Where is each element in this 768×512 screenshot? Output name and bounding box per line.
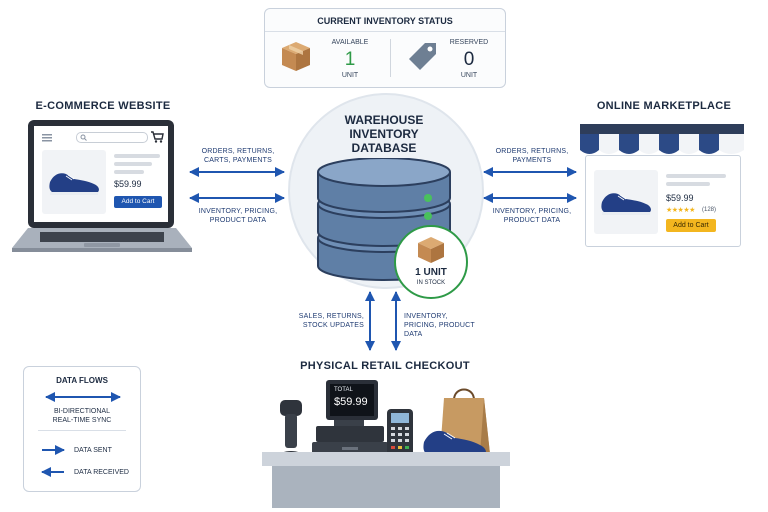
warehouse-title-line: DATABASE xyxy=(351,141,417,155)
flow-label-line: DATA xyxy=(404,331,423,338)
flow-label-right-top: ORDERS, RETURNS, PAYMENTS xyxy=(490,147,574,165)
flow-label-left-bottom: INVENTORY, PRICING, PRODUCT DATA xyxy=(192,207,284,225)
sneaker-icon xyxy=(49,173,99,195)
legend-panel: DATA FLOWS BI-DIRECTIONAL REAL-TIME SYNC… xyxy=(23,366,141,492)
flow-label-line: PAYMENTS xyxy=(512,157,552,164)
stock-indicator: 1 UNIT IN STOCK xyxy=(394,225,468,299)
flow-label-left-top: ORDERS, RETURNS, CARTS, PAYMENTS xyxy=(196,147,280,165)
warehouse-title-line: WAREHOUSE xyxy=(344,113,424,127)
store-awning-icon xyxy=(580,124,744,154)
package-box-icon xyxy=(418,237,444,263)
marketplace-title: ONLINE MARKETPLACE xyxy=(596,100,732,112)
legend-data-sent: DATA SENT xyxy=(74,447,112,454)
checkout-counter-top xyxy=(262,452,510,466)
shopping-cart-icon[interactable] xyxy=(150,130,164,143)
product-text-line xyxy=(666,174,726,178)
product-text-line xyxy=(114,162,152,166)
legend-title: DATA FLOWS xyxy=(56,376,108,385)
total-value: $59.99 xyxy=(334,396,368,408)
reserved-label: RESERVED xyxy=(449,39,489,46)
flow-label-line: INVENTORY, PRICING, xyxy=(492,208,572,215)
star-rating-icon: ★★★★★ xyxy=(666,207,695,214)
product-text-line xyxy=(666,182,710,186)
add-to-cart-button[interactable]: Add to Cart xyxy=(114,196,162,208)
flow-label-line: STOCK UPDATES xyxy=(302,322,364,329)
database-icon xyxy=(317,158,451,281)
ecommerce-page: $59.99 Add to Cart xyxy=(34,126,168,222)
register-screen: TOTAL $59.99 xyxy=(330,384,374,416)
flow-label-line: PRICING, PRODUCT xyxy=(404,322,475,329)
sneaker-icon xyxy=(601,193,651,215)
flow-label-line: INVENTORY, PRICING, xyxy=(198,208,278,215)
arrow-right-icon xyxy=(42,445,65,455)
inventory-status-panel: CURRENT INVENTORY STATUS AVAILABLE 1 UNI… xyxy=(264,8,506,88)
product-text-line xyxy=(114,154,160,158)
flow-label-right-bottom: INVENTORY, PRICING, PRODUCT DATA xyxy=(486,207,578,225)
legend-data-received: DATA RECEIVED xyxy=(74,469,129,476)
flow-label-down-right: INVENTORY, PRICING, PRODUCT DATA xyxy=(404,312,484,339)
checkout-counter xyxy=(272,466,500,508)
product-image xyxy=(42,150,106,214)
available-value: 1 xyxy=(344,49,356,70)
flow-label-line: ORDERS, RETURNS, xyxy=(201,148,275,155)
product-image xyxy=(594,170,658,234)
available-label: AVAILABLE xyxy=(331,39,369,46)
stock-value: 1 UNIT xyxy=(415,267,447,278)
product-text-line xyxy=(114,170,144,174)
legend-text-line: REAL-TIME SYNC xyxy=(52,417,112,424)
marketplace-listing: $59.99 ★★★★★ (128) Add to Cart xyxy=(585,155,741,247)
flow-label-down-left: SALES, RETURNS, STOCK UPDATES xyxy=(290,312,364,330)
flow-label-line: INVENTORY, xyxy=(404,313,448,320)
legend-divider xyxy=(38,430,126,431)
search-icon xyxy=(80,134,87,141)
price-tag-icon xyxy=(409,43,436,70)
warehouse-title-line: INVENTORY xyxy=(349,127,419,141)
flow-label-line: ORDERS, RETURNS, xyxy=(495,148,569,155)
inventory-status-title: CURRENT INVENTORY STATUS xyxy=(317,16,453,26)
flow-label-line: PRODUCT DATA xyxy=(503,217,561,224)
legend-bidirectional: BI-DIRECTIONAL REAL-TIME SYNC xyxy=(24,407,140,425)
flow-label-line: PRODUCT DATA xyxy=(209,217,267,224)
reserved-value: 0 xyxy=(463,49,475,70)
warehouse-title: WAREHOUSE INVENTORY DATABASE xyxy=(310,113,458,155)
laptop-keyboard-base xyxy=(12,228,192,252)
ecommerce-title: E-COMMERCE WEBSITE xyxy=(35,100,171,112)
ecommerce-price: $59.99 xyxy=(114,179,142,189)
stock-label: IN STOCK xyxy=(416,280,446,286)
card-terminal-icon xyxy=(387,409,413,463)
register-display: TOTAL $59.99 xyxy=(326,380,378,420)
search-input[interactable] xyxy=(76,132,148,143)
total-label: TOTAL xyxy=(334,387,353,393)
marketplace-price: $59.99 xyxy=(666,193,694,203)
available-unit: UNIT xyxy=(341,72,359,79)
legend-text-line: BI-DIRECTIONAL xyxy=(53,408,110,415)
rating-count: (128) xyxy=(702,207,717,213)
flow-label-line: CARTS, PAYMENTS xyxy=(204,157,272,164)
menu-icon xyxy=(42,134,52,142)
add-to-cart-button[interactable]: Add to Cart xyxy=(666,219,716,232)
bidirectional-arrow-icon xyxy=(45,392,121,402)
checkout-title: PHYSICAL RETAIL CHECKOUT xyxy=(300,360,470,372)
reserved-unit: UNIT xyxy=(460,72,478,79)
package-box-icon xyxy=(282,42,310,71)
flow-label-line: SALES, RETURNS, xyxy=(298,313,364,320)
status-vertical-divider xyxy=(390,39,391,77)
status-divider xyxy=(265,31,505,32)
arrow-left-icon xyxy=(41,467,64,477)
